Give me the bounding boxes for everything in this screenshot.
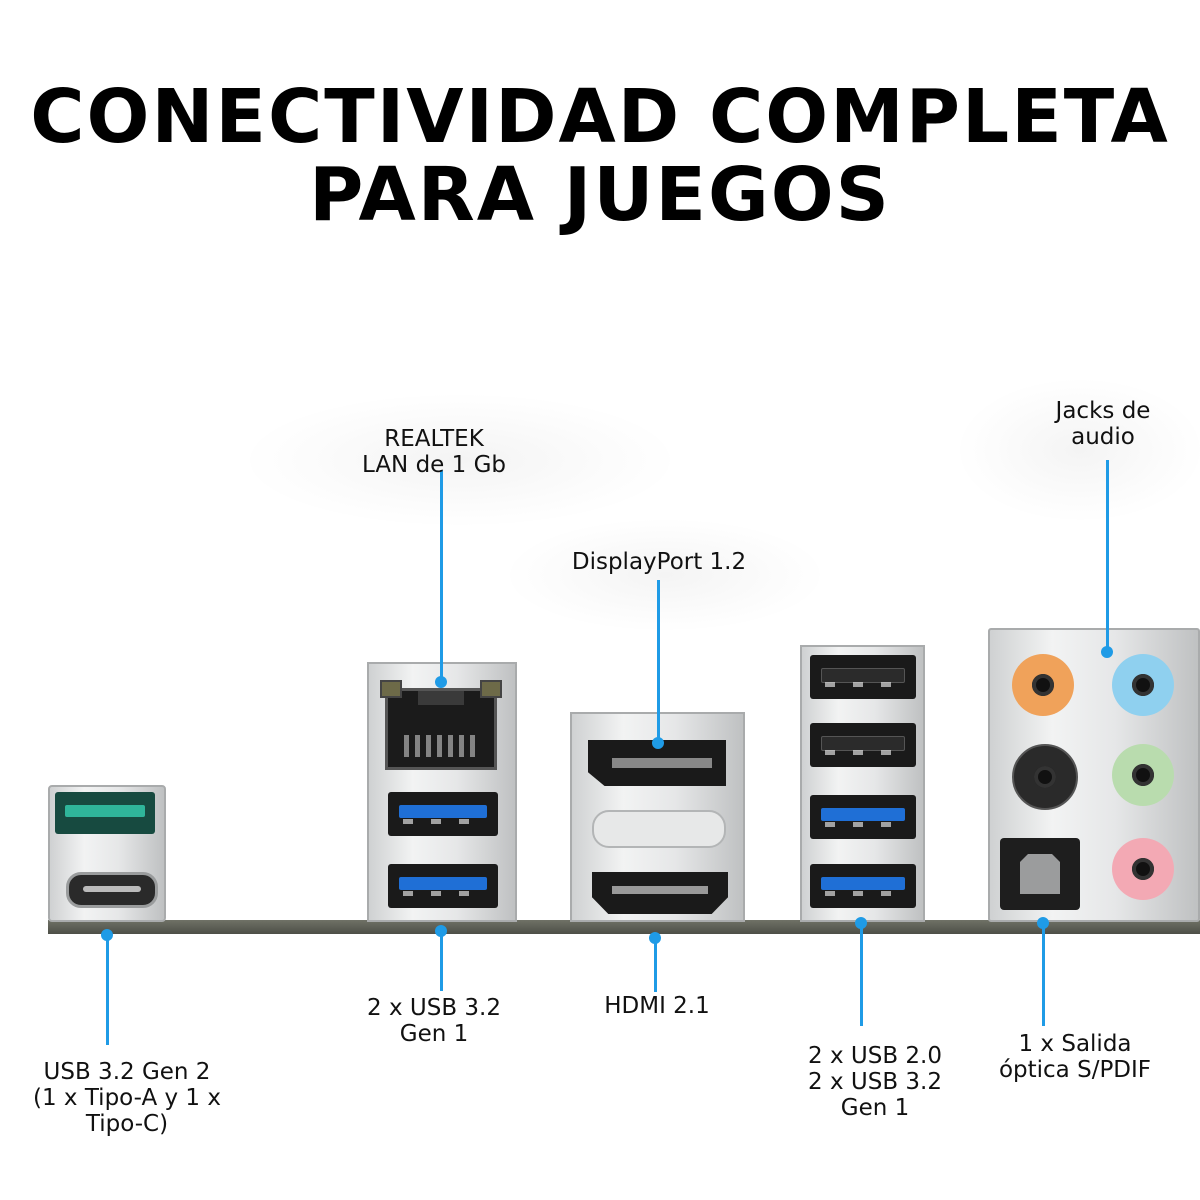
label-displayport: DisplayPort 1.2 [572, 549, 746, 575]
label-usb-stack: 2 x USB 2.0 2 x USB 3.2 Gen 1 [808, 1043, 942, 1121]
lan-label-halo [250, 395, 670, 525]
label-usb-gen2-line-2: (1 x Tipo-A y 1 x [33, 1085, 221, 1111]
label-usb-stack-line-1: 2 x USB 2.0 [808, 1043, 942, 1069]
label-audio: Jacks de audio [1056, 398, 1151, 450]
label-usb-stack-line-2: 2 x USB 3.2 [808, 1069, 942, 1095]
lan-led-right-icon [480, 680, 502, 698]
audio-jack-pink [1112, 838, 1174, 900]
usb-3-2-port-4 [810, 864, 916, 908]
callout-dot-audio [1101, 646, 1113, 658]
callout-line-spdif [1042, 923, 1045, 1026]
label-lan-line-2: LAN de 1 Gb [361, 452, 507, 478]
audio-jack-black [1012, 744, 1078, 810]
audio-jack-green [1112, 744, 1174, 806]
callout-line-usb-gen2 [106, 935, 109, 1045]
usb-3-2-port-2 [388, 864, 498, 908]
label-audio-line-2: audio [1071, 424, 1135, 450]
usb-2-0-port-2 [810, 723, 916, 767]
usb-type-a-gen2-port [55, 792, 155, 834]
label-lan: REALTEK LAN de 1 Gb [362, 426, 506, 478]
callout-line-usb-lan [440, 931, 443, 991]
label-displayport-line-1: DisplayPort 1.2 [571, 549, 747, 575]
lan-led-left-icon [380, 680, 402, 698]
callout-dot-lan [435, 676, 447, 688]
usb-3-2-port-1 [388, 792, 498, 836]
label-spdif: 1 x Salida óptica S/PDIF [999, 1031, 1151, 1083]
label-usb-gen2: USB 3.2 Gen 2 (1 x Tipo-A y 1 x Tipo-C) [33, 1059, 221, 1137]
usb-2-0-port-1 [810, 655, 916, 699]
page-title-line-2: PARA JUEGOS [309, 152, 891, 238]
callout-dot-displayport [652, 737, 664, 749]
label-usb-lan-line-2: Gen 1 [399, 1021, 469, 1047]
label-usb-stack-line-3: Gen 1 [840, 1095, 910, 1121]
label-hdmi: HDMI 2.1 [604, 993, 710, 1019]
audio-label-halo [960, 380, 1200, 520]
label-hdmi-line-1: HDMI 2.1 [604, 993, 710, 1019]
label-usb-lan-line-1: 2 x USB 3.2 [367, 995, 501, 1021]
spdif-optical-port [1000, 838, 1080, 910]
ethernet-port [385, 688, 497, 770]
callout-line-hdmi [654, 938, 657, 992]
callout-line-audio [1106, 460, 1109, 650]
page-title-line-1: CONECTIVIDAD COMPLETA [30, 74, 1170, 160]
label-spdif-line-2: óptica S/PDIF [998, 1057, 1152, 1083]
label-usb-gen2-line-3: Tipo-C) [85, 1111, 169, 1137]
label-spdif-line-1: 1 x Salida [1018, 1031, 1132, 1057]
callout-line-displayport [657, 580, 660, 740]
callout-line-lan [440, 470, 443, 680]
label-audio-line-1: Jacks de [1055, 398, 1151, 424]
label-usb-gen2-line-1: USB 3.2 Gen 2 [43, 1059, 211, 1085]
label-usb-lan: 2 x USB 3.2 Gen 1 [367, 995, 501, 1047]
motherboard-edge [48, 920, 1200, 934]
audio-jack-blue [1112, 654, 1174, 716]
usb-3-2-port-3 [810, 795, 916, 839]
label-lan-line-1: REALTEK [384, 426, 484, 452]
audio-jack-orange [1012, 654, 1074, 716]
bracket-slot [592, 810, 726, 848]
displayport-label-halo [510, 520, 820, 630]
usb-type-c-port [66, 872, 158, 908]
hdmi-port [592, 872, 728, 914]
callout-line-usb-stack [860, 923, 863, 1026]
